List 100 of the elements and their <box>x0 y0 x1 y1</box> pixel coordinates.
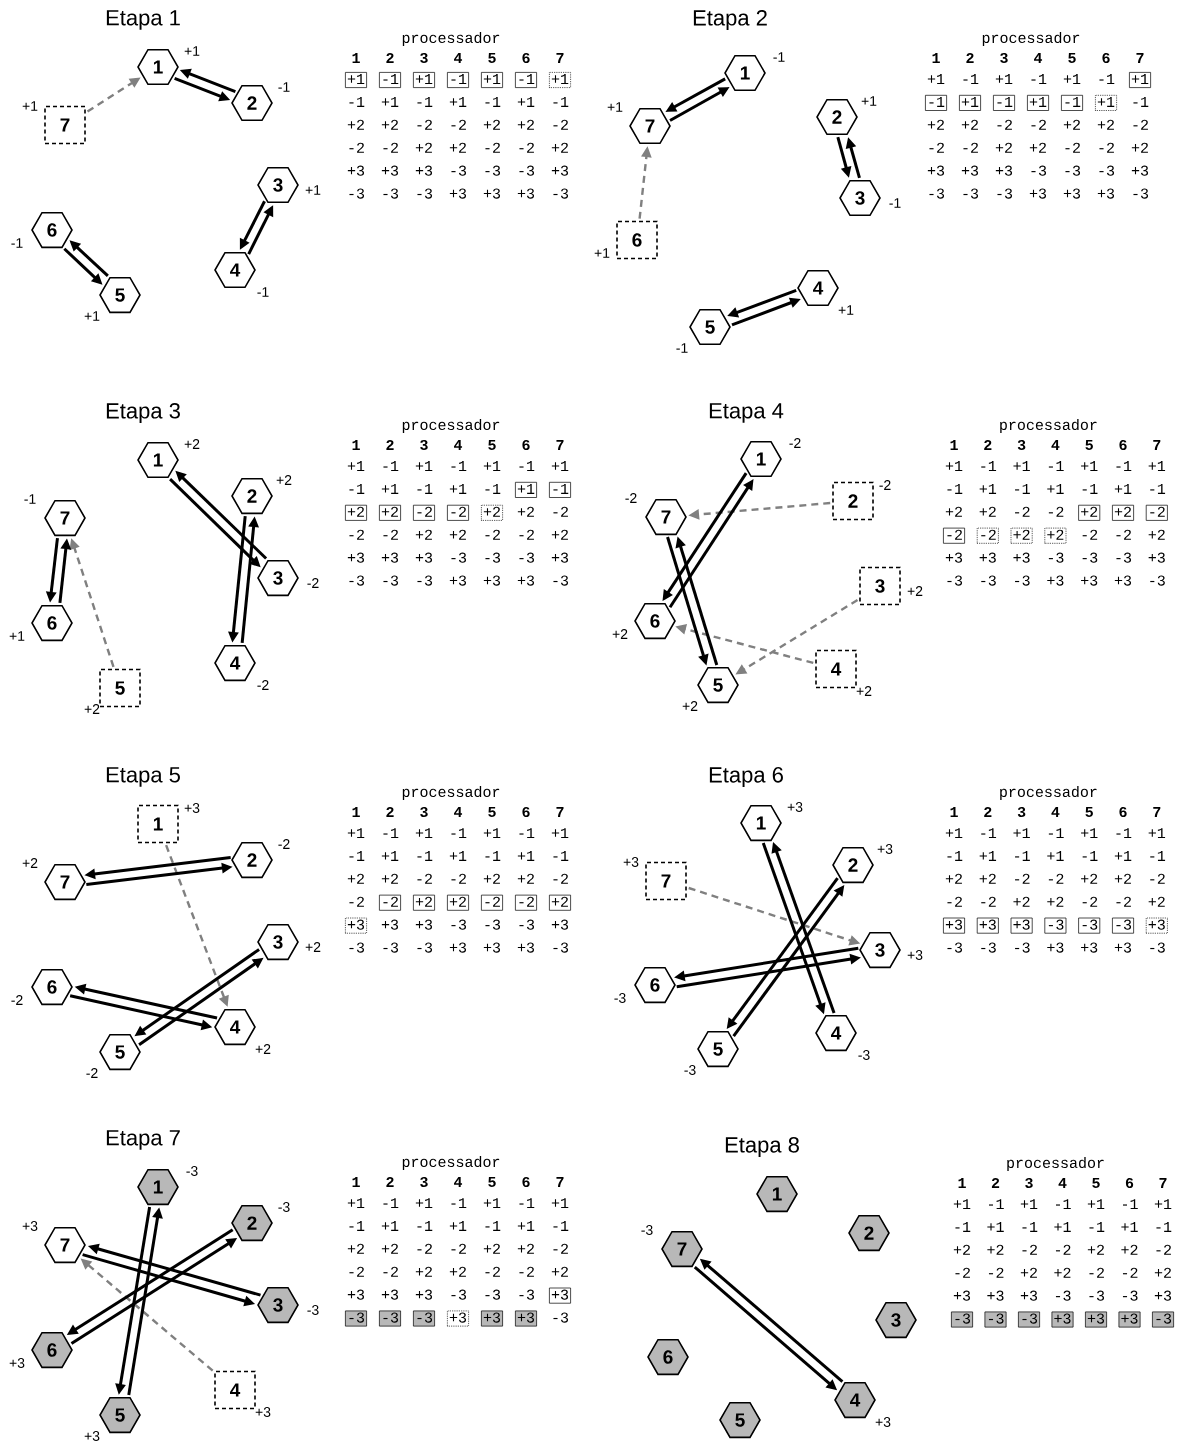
table-value: +2 <box>415 142 432 153</box>
table-value: -1 <box>485 97 501 107</box>
table-value: +1 <box>1020 1199 1038 1209</box>
table-value: -2 <box>1015 506 1030 517</box>
table-value: +1 <box>483 1198 501 1208</box>
table-value: -3 <box>1048 552 1064 563</box>
column-number: 5 <box>1085 807 1093 817</box>
table-value: -3 <box>1150 575 1165 586</box>
table-value: -1 <box>947 851 963 861</box>
table-value: -1 <box>553 1221 569 1231</box>
table-value: -3 <box>1031 165 1047 176</box>
table-value: +1 <box>1121 1222 1138 1232</box>
hexagon-node: 5 <box>99 1396 141 1434</box>
table-value: +1 <box>347 461 365 471</box>
table-value: -1 <box>553 851 569 861</box>
table-value: -3 <box>1065 165 1081 176</box>
value-label: +3 <box>9 1358 25 1368</box>
table-value: -3 <box>485 1289 501 1300</box>
table-value: +2 <box>979 506 996 517</box>
table-value: -2 <box>383 142 398 153</box>
value-label: +2 <box>305 942 321 952</box>
framed-cell: -1 <box>993 94 1015 111</box>
framed-cell: -2 <box>379 894 401 911</box>
table-value: -3 <box>947 942 963 953</box>
table-value: -2 <box>1089 1267 1104 1278</box>
column-number: 2 <box>386 807 394 818</box>
table-value: -2 <box>1015 873 1030 884</box>
framed-cell: -3 <box>379 1310 401 1327</box>
table-value: +3 <box>551 552 569 563</box>
table-value: +3 <box>381 552 399 563</box>
table-value: -3 <box>451 919 467 930</box>
column-number: 7 <box>556 1177 564 1187</box>
table-value: -2 <box>553 506 568 517</box>
table-value: -1 <box>981 461 997 471</box>
table-value: +3 <box>551 165 569 176</box>
table-value: -1 <box>519 1198 535 1208</box>
table-value: -3 <box>997 188 1013 199</box>
table-value: -1 <box>349 484 365 494</box>
hexagon-node: 5 <box>99 1033 141 1071</box>
table-value: -2 <box>553 1243 568 1254</box>
table-value: +2 <box>1029 142 1046 153</box>
framed-cell: +2 <box>345 504 367 521</box>
hexagon-node: 1 <box>724 54 766 92</box>
table-value: -3 <box>981 942 996 953</box>
framed-cell: +3 <box>976 917 999 934</box>
framed-cell: -1 <box>379 72 401 88</box>
table-value: +3 <box>381 165 399 176</box>
table-value: -3 <box>451 552 467 563</box>
table-value: -3 <box>417 942 433 953</box>
column-number: 2 <box>386 53 394 63</box>
table-value: +1 <box>995 74 1013 84</box>
table-value: +2 <box>945 506 962 517</box>
hexagon-node: 6 <box>31 604 73 642</box>
table-value: +1 <box>945 461 963 471</box>
table-value: -3 <box>485 552 501 563</box>
table-heading: processador <box>1007 1157 1104 1171</box>
table-value: +3 <box>1047 575 1064 586</box>
table-value: +3 <box>961 165 979 176</box>
table-value: +2 <box>483 119 500 130</box>
table-value: +1 <box>449 1221 467 1231</box>
table-value: +2 <box>1121 1244 1138 1255</box>
table-value: +1 <box>1081 828 1098 838</box>
table-value: +3 <box>381 1289 399 1300</box>
hexagon-node: 4 <box>214 1008 256 1046</box>
table-heading: processador <box>402 32 500 46</box>
hexagon-node: 1 <box>137 48 179 86</box>
table-value: -3 <box>383 188 399 199</box>
table-value: -2 <box>451 1243 466 1254</box>
panel-title: Etapa 5 <box>106 767 180 787</box>
value-label: -2 <box>307 578 319 588</box>
framed-cell: +2 <box>379 504 401 521</box>
table-value: -2 <box>485 529 500 540</box>
table-value: +3 <box>927 165 945 176</box>
column-number: 1 <box>958 1178 966 1188</box>
framed-cell: +3 <box>549 1287 571 1304</box>
hexagon-node: 1 <box>756 1175 798 1213</box>
column-number: 1 <box>352 1177 360 1187</box>
table-value: -3 <box>417 188 433 199</box>
table-value: +3 <box>1081 942 1098 953</box>
hexagon-node: 6 <box>634 966 676 1004</box>
table-value: -2 <box>1099 142 1114 153</box>
table-value: +2 <box>945 873 962 884</box>
value-label: +2 <box>612 629 628 639</box>
value-label: -3 <box>307 1305 319 1315</box>
framed-cell: -2 <box>976 527 999 544</box>
hexagon-node: 1 <box>137 441 179 479</box>
column-number: 6 <box>1102 52 1110 64</box>
hexagon-node: 3 <box>257 166 299 204</box>
value-label: -3 <box>858 1050 870 1060</box>
table-value: +3 <box>995 165 1013 176</box>
hexagon-node: 5 <box>697 666 739 704</box>
value-label: -3 <box>278 1202 290 1212</box>
column-number: 5 <box>488 1177 496 1187</box>
table-value: -2 <box>1116 529 1131 540</box>
table-value: +3 <box>1097 188 1115 199</box>
value-label: +3 <box>875 1417 891 1427</box>
table-value: +3 <box>483 942 501 953</box>
table-value: -2 <box>947 896 962 907</box>
table-value: -3 <box>519 165 535 176</box>
table-value: +1 <box>1013 461 1030 471</box>
